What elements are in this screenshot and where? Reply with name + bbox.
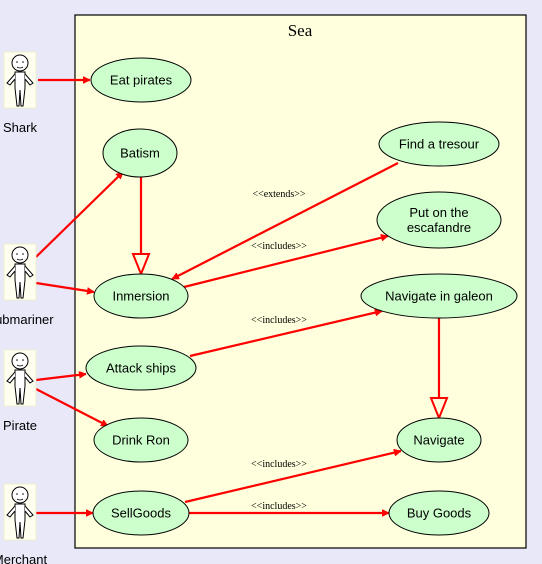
relation-label: <<includes>> (251, 501, 307, 512)
relation-label: <<includes>> (251, 241, 307, 252)
stick-figure-icon (3, 349, 37, 407)
system-title: Sea (288, 21, 313, 40)
relation-association (35, 374, 86, 382)
usecase-ellipse (93, 273, 189, 319)
usecase-ellipse (360, 273, 518, 319)
relation-label: <<includes>> (251, 459, 307, 470)
relation-line (184, 451, 401, 504)
relation-line (35, 171, 124, 258)
stick-figure-icon (3, 243, 37, 301)
relation-extends: <<extends>> (172, 162, 399, 280)
usecase-navigate[interactable]: Navigate (396, 417, 482, 463)
actor-merchant[interactable]: Merchant (0, 483, 47, 564)
usecase-label: Find a tresour (399, 137, 480, 152)
relation-line (35, 374, 86, 382)
usecase-ellipse (376, 191, 502, 249)
actor-label: Pirate (3, 418, 37, 433)
relation-includes: <<includes>> (183, 236, 388, 289)
usecase-ellipse (85, 345, 197, 391)
stick-figure-icon (3, 51, 37, 109)
usecase-drink-ron[interactable]: Drink Ron (93, 417, 189, 463)
usecase-attack-ships[interactable]: Attack ships (85, 345, 197, 391)
usecase-label: Buy Goods (407, 506, 472, 521)
relations-layer: <<extends>> <<includes>> <<includes>> <<inc… (35, 80, 449, 513)
actor-label: Merchant (0, 552, 47, 564)
usecase-label: Attack ships (106, 361, 177, 376)
relation-includes: <<includes>> (184, 451, 401, 504)
actor-label: Shark (3, 120, 37, 135)
usecase-ellipse (93, 417, 189, 463)
relation-line (183, 236, 388, 289)
usecase-sellgoods[interactable]: SellGoods (92, 490, 190, 536)
usecase-ellipse (92, 490, 190, 536)
usecase-ellipse (102, 128, 178, 178)
usecase-label: Eat pirates (110, 73, 173, 88)
stick-figure-icon (3, 483, 37, 541)
usecase-ellipse (388, 490, 490, 536)
usecase-label: Inmersion (112, 289, 169, 304)
relation-generalization (429, 318, 449, 421)
relation-label: <<extends>> (252, 189, 305, 200)
relation-line (189, 311, 382, 358)
generalization-arrowhead (131, 253, 151, 277)
relation-line (172, 162, 399, 280)
usecase-find-tresour[interactable]: Find a tresour (378, 121, 500, 167)
usecase-ellipse (378, 121, 500, 167)
relation-association (35, 281, 94, 292)
actor-pirate[interactable]: Pirate (3, 349, 37, 433)
usecase-label: SellGoods (111, 506, 171, 521)
usecase-ellipse (90, 57, 192, 103)
relation-association (35, 171, 124, 258)
usecase-batism[interactable]: Batism (102, 128, 178, 178)
generalization-arrowhead (429, 397, 449, 421)
actor-label: Submariner (0, 312, 54, 327)
usecase-navigate-galeon[interactable]: Navigate in galeon (360, 273, 518, 319)
relation-label: <<includes>> (251, 315, 307, 326)
relation-association (35, 388, 108, 427)
relation-generalization (131, 177, 151, 277)
relation-line (35, 388, 108, 427)
actor-submariner[interactable]: Submariner (0, 243, 54, 327)
relation-includes: <<includes>> (189, 501, 389, 513)
actors-layer: SharkSubmarinerPirateMerchant (0, 51, 54, 564)
usecase-label: Navigate in galeon (385, 289, 493, 304)
usecase-ellipse (396, 417, 482, 463)
usecase-label: Drink Ron (112, 433, 170, 448)
usecase-label: Navigate (413, 433, 464, 448)
usecase-buy-goods[interactable]: Buy Goods (388, 490, 490, 536)
relation-includes: <<includes>> (189, 311, 382, 358)
usecase-label: Batism (120, 146, 160, 161)
usecase-eat-pirates[interactable]: Eat pirates (90, 57, 192, 103)
relation-line (35, 281, 94, 292)
usecase-inmersion[interactable]: Inmersion (93, 273, 189, 319)
actor-shark[interactable]: Shark (3, 51, 37, 135)
